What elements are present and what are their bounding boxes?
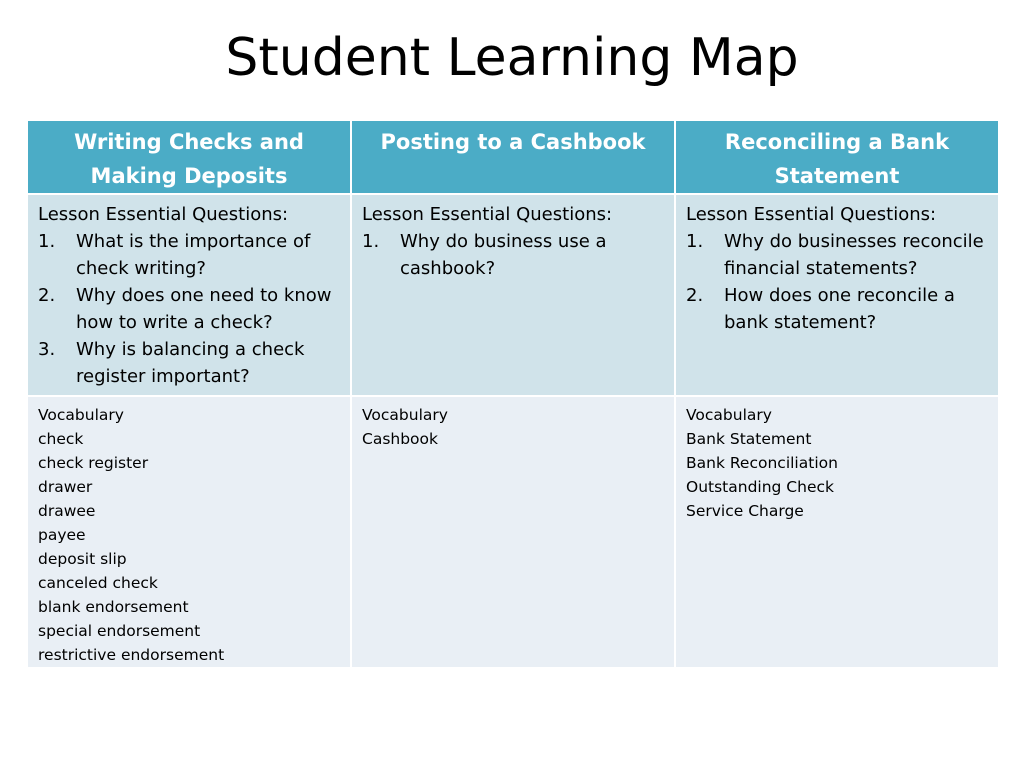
- question-item: 1. Why do businesses reconcile financial …: [686, 228, 990, 282]
- vocabulary-term: drawer: [38, 478, 93, 496]
- vocabulary-term: special endorsement: [38, 622, 201, 640]
- questions-cell-cashbook: Lesson Essential Questions: 1. Why do bus…: [350, 193, 676, 397]
- question-list: 1. Why do businesses reconcile financial …: [686, 228, 990, 336]
- question-item: 2. Why does one need to know how to writ…: [38, 282, 342, 336]
- vocabulary-label: Vocabulary: [362, 406, 448, 424]
- question-number: 2.: [686, 285, 704, 306]
- column-header-writing-checks: Writing Checks and Making Deposits: [26, 119, 352, 195]
- questions-label: Lesson Essential Questions:: [686, 204, 937, 225]
- vocabulary-term: blank endorsement: [38, 598, 189, 616]
- question-number: 2.: [38, 285, 56, 306]
- vocabulary-term: Service Charge: [686, 502, 804, 520]
- question-list: 1. Why do business use a cashbook?: [362, 228, 666, 282]
- question-text: How does one reconcile a bank statement?: [724, 285, 955, 333]
- vocabulary-label: Vocabulary: [38, 406, 124, 424]
- vocabulary-label: Vocabulary: [686, 406, 772, 424]
- column-header-reconciling: Reconciling a Bank Statement: [674, 119, 1000, 195]
- question-number: 3.: [38, 339, 56, 360]
- questions-label: Lesson Essential Questions:: [362, 204, 613, 225]
- question-text: Why do business use a cashbook?: [400, 231, 607, 279]
- vocabulary-cell-reconciling: Vocabulary Bank Statement Bank Reconcili…: [674, 395, 1000, 669]
- header-row: Writing Checks and Making Deposits Posti…: [26, 119, 1000, 195]
- question-text: Why is balancing a check register import…: [76, 339, 305, 387]
- question-item: 1. Why do business use a cashbook?: [362, 228, 666, 282]
- questions-cell-writing-checks: Lesson Essential Questions: 1. What is th…: [26, 193, 352, 397]
- vocabulary-list: check check register drawer drawee payee…: [38, 427, 342, 667]
- question-text: Why do businesses reconcile financial st…: [724, 231, 984, 279]
- question-number: 1.: [362, 231, 380, 252]
- vocabulary-list: Cashbook: [362, 427, 666, 451]
- vocabulary-term: Bank Reconciliation: [686, 454, 838, 472]
- question-list: 1. What is the importance of check writin…: [38, 228, 342, 390]
- vocabulary-row: Vocabulary check check register drawer d…: [26, 395, 1000, 669]
- column-header-cashbook: Posting to a Cashbook: [350, 119, 676, 195]
- slide-title: Student Learning Map: [225, 28, 799, 88]
- vocabulary-term: restrictive endorsement: [38, 646, 225, 664]
- vocabulary-term: deposit slip: [38, 550, 127, 568]
- vocabulary-cell-cashbook: Vocabulary Cashbook: [350, 395, 676, 669]
- question-number: 1.: [38, 231, 56, 252]
- question-text: Why does one need to know how to write a…: [76, 285, 332, 333]
- question-item: 3. Why is balancing a check register imp…: [38, 336, 342, 390]
- question-number: 1.: [686, 231, 704, 252]
- vocabulary-term: payee: [38, 526, 86, 544]
- vocabulary-term: drawee: [38, 502, 96, 520]
- vocabulary-term: Cashbook: [362, 430, 439, 448]
- question-text: What is the importance of check writing?: [76, 231, 311, 279]
- question-item: 2. How does one reconcile a bank stateme…: [686, 282, 990, 336]
- vocabulary-term: canceled check: [38, 574, 158, 592]
- vocabulary-cell-writing-checks: Vocabulary check check register drawer d…: [26, 395, 352, 669]
- vocabulary-term: check: [38, 430, 84, 448]
- vocabulary-term: check register: [38, 454, 149, 472]
- questions-cell-reconciling: Lesson Essential Questions: 1. Why do bus…: [674, 193, 1000, 397]
- vocabulary-term: Outstanding Check: [686, 478, 834, 496]
- questions-row: Lesson Essential Questions: 1. What is th…: [26, 193, 1000, 397]
- vocabulary-term: Bank Statement: [686, 430, 812, 448]
- questions-label: Lesson Essential Questions:: [38, 204, 289, 225]
- learning-map-table: Writing Checks and Making Deposits Posti…: [26, 119, 1000, 669]
- question-item: 1. What is the importance of check writin…: [38, 228, 342, 282]
- vocabulary-list: Bank Statement Bank Reconciliation Outst…: [686, 427, 990, 523]
